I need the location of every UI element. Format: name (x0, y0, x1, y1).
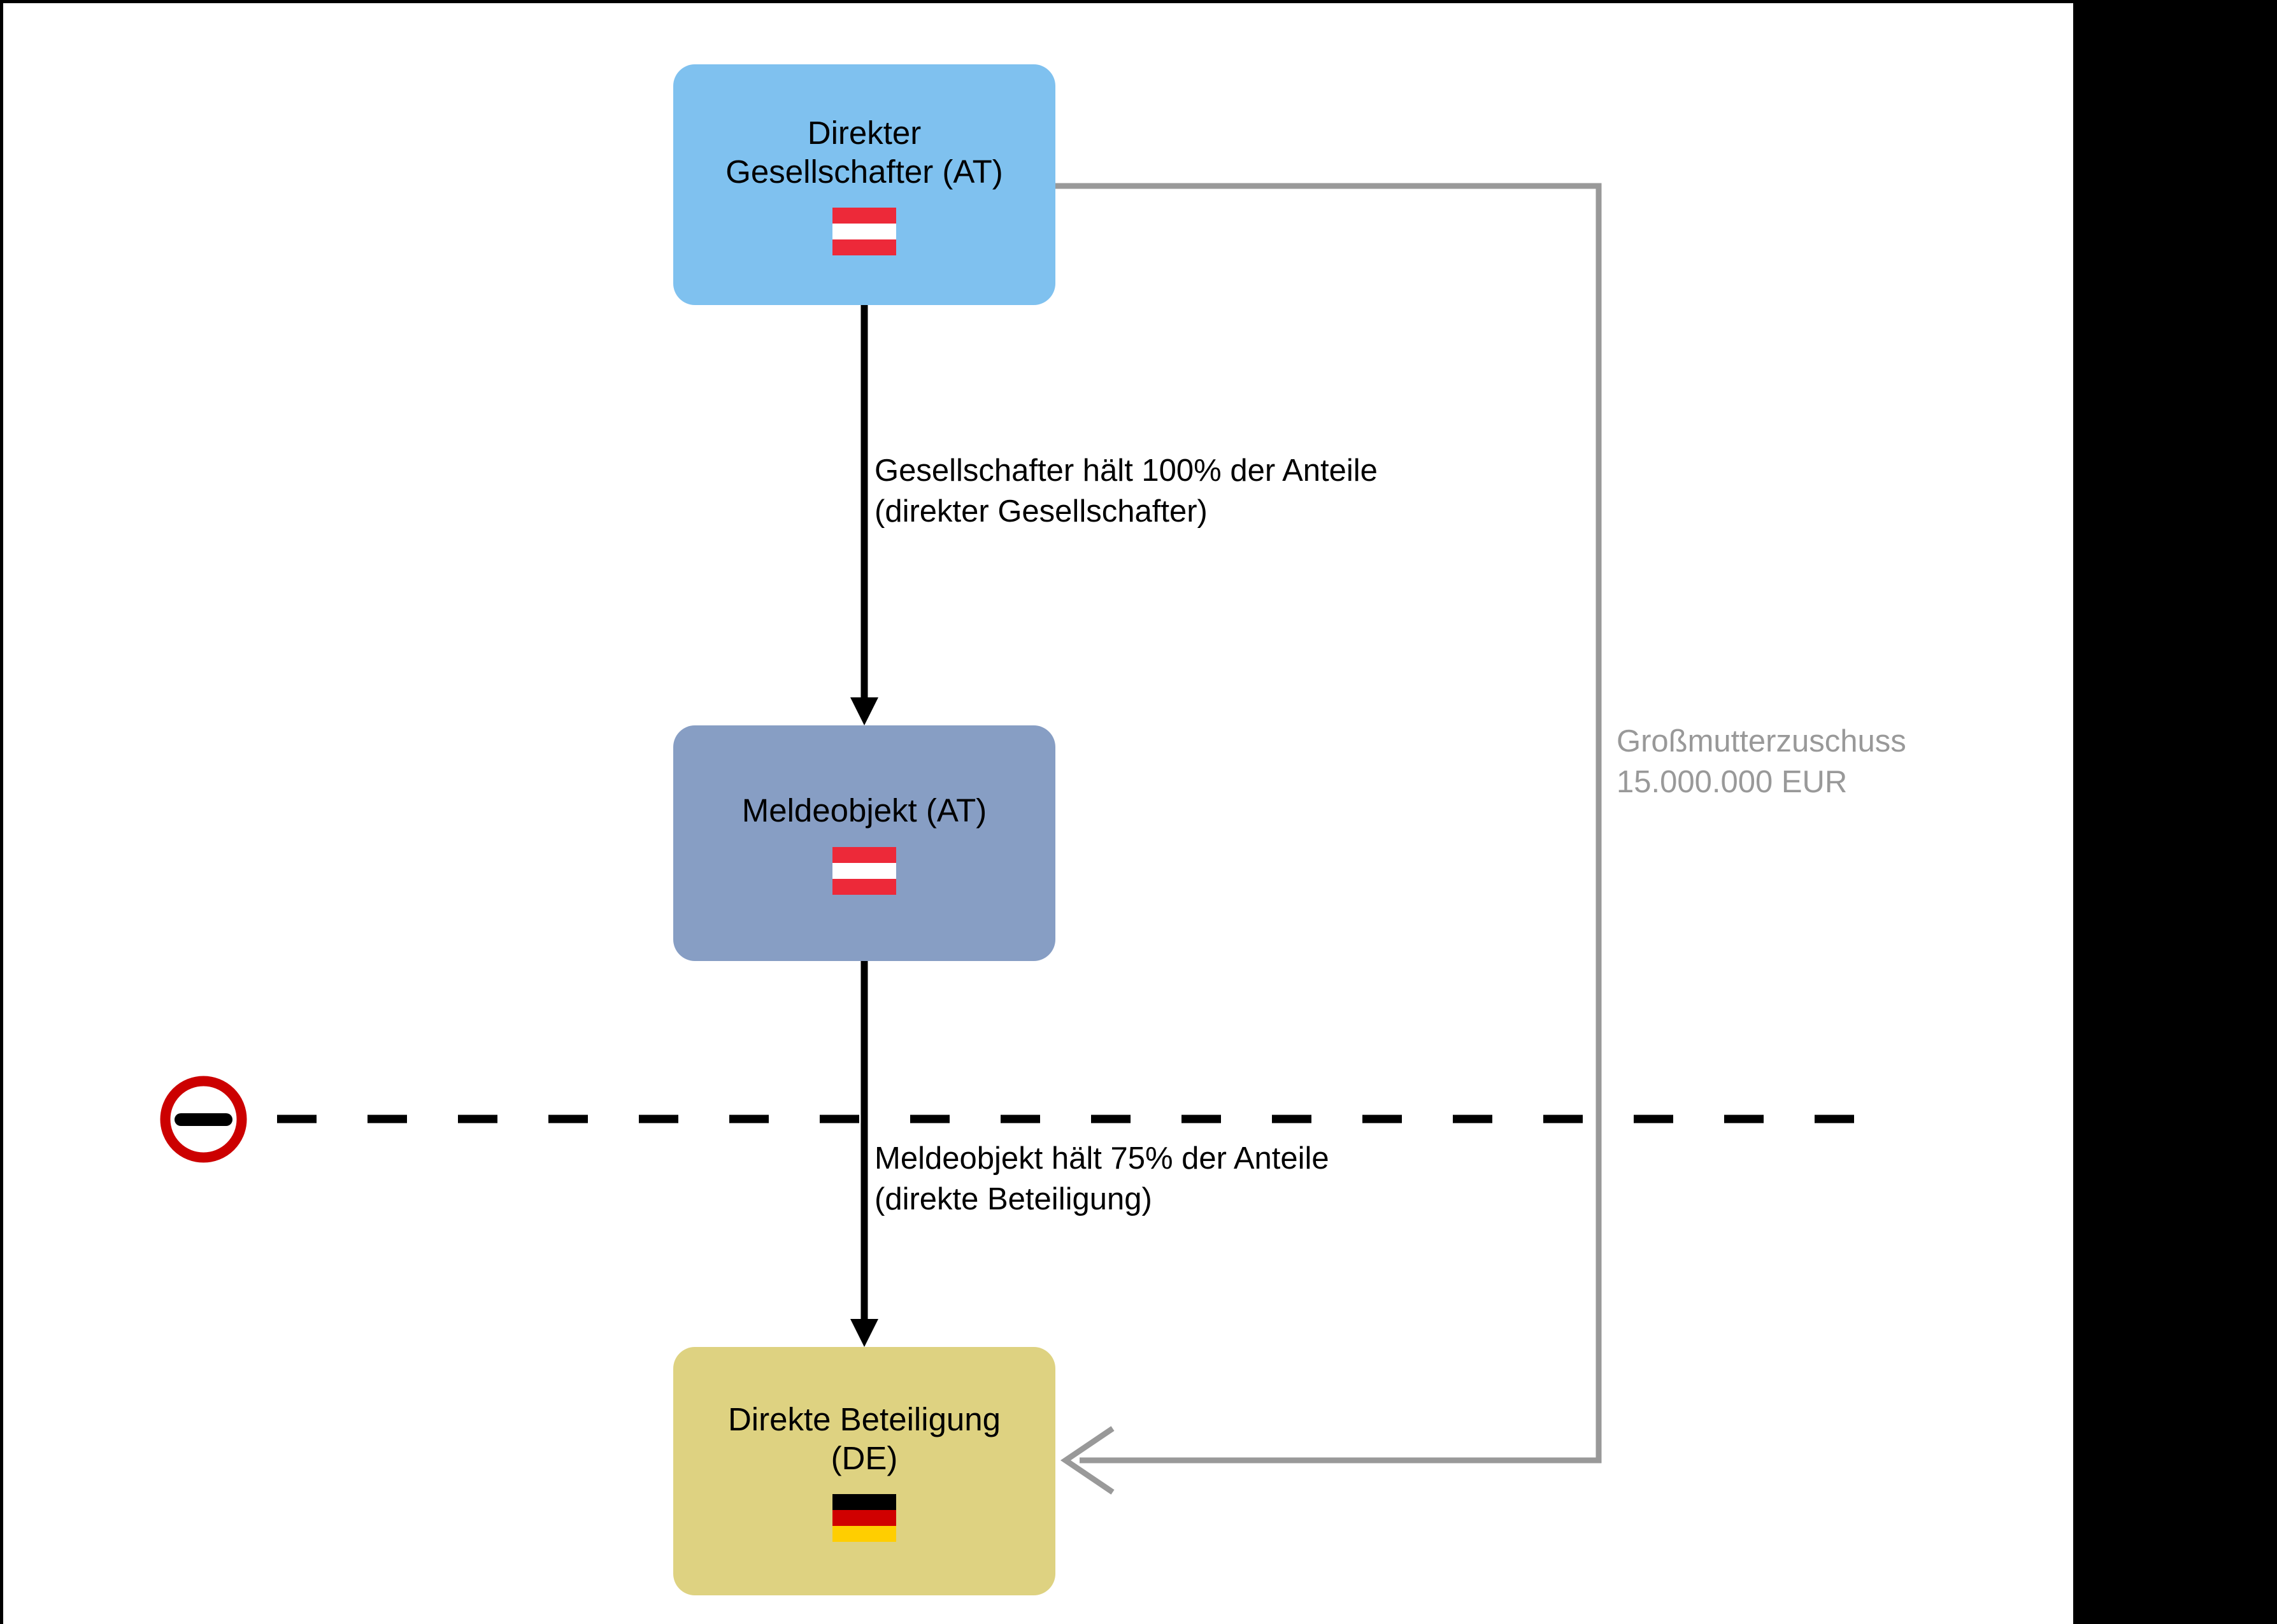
node-direkter-gesellschafter[interactable]: Direkter Gesellschafter (AT) (673, 64, 1055, 305)
edge-label-reporting-to-participation: Meldeobjekt hält 75% der Anteile (direkt… (874, 1141, 1329, 1216)
edge-label-shareholder-to-reporting: Gesellschafter hält 100% der Anteile (di… (874, 453, 1378, 529)
node-label: Direkte Beteiligung (DE) (727, 1401, 1001, 1476)
node-meldeobjekt[interactable]: Meldeobjekt (AT) (673, 725, 1055, 961)
connector-shareholder-to-participation (1055, 183, 1602, 1495)
node-label: Meldeobjekt (AT) (741, 792, 987, 829)
letterbox-band-right (2073, 0, 2277, 1624)
flag-austria-icon (832, 846, 896, 895)
node-direkte-beteiligung[interactable]: Direkte Beteiligung (DE) (673, 1347, 1055, 1595)
flag-austria-icon (832, 207, 896, 255)
no-entry-icon (158, 1074, 249, 1165)
edge-label-grossmutterzuschuss: Großmutterzuschuss 15.000.000 EUR (1617, 724, 1906, 799)
diagram-canvas: Direkter Gesellschafter (AT) Meldeobjekt… (0, 0, 2073, 1624)
flag-germany-icon (832, 1493, 896, 1542)
node-label: Direkter Gesellschafter (AT) (725, 115, 1003, 190)
